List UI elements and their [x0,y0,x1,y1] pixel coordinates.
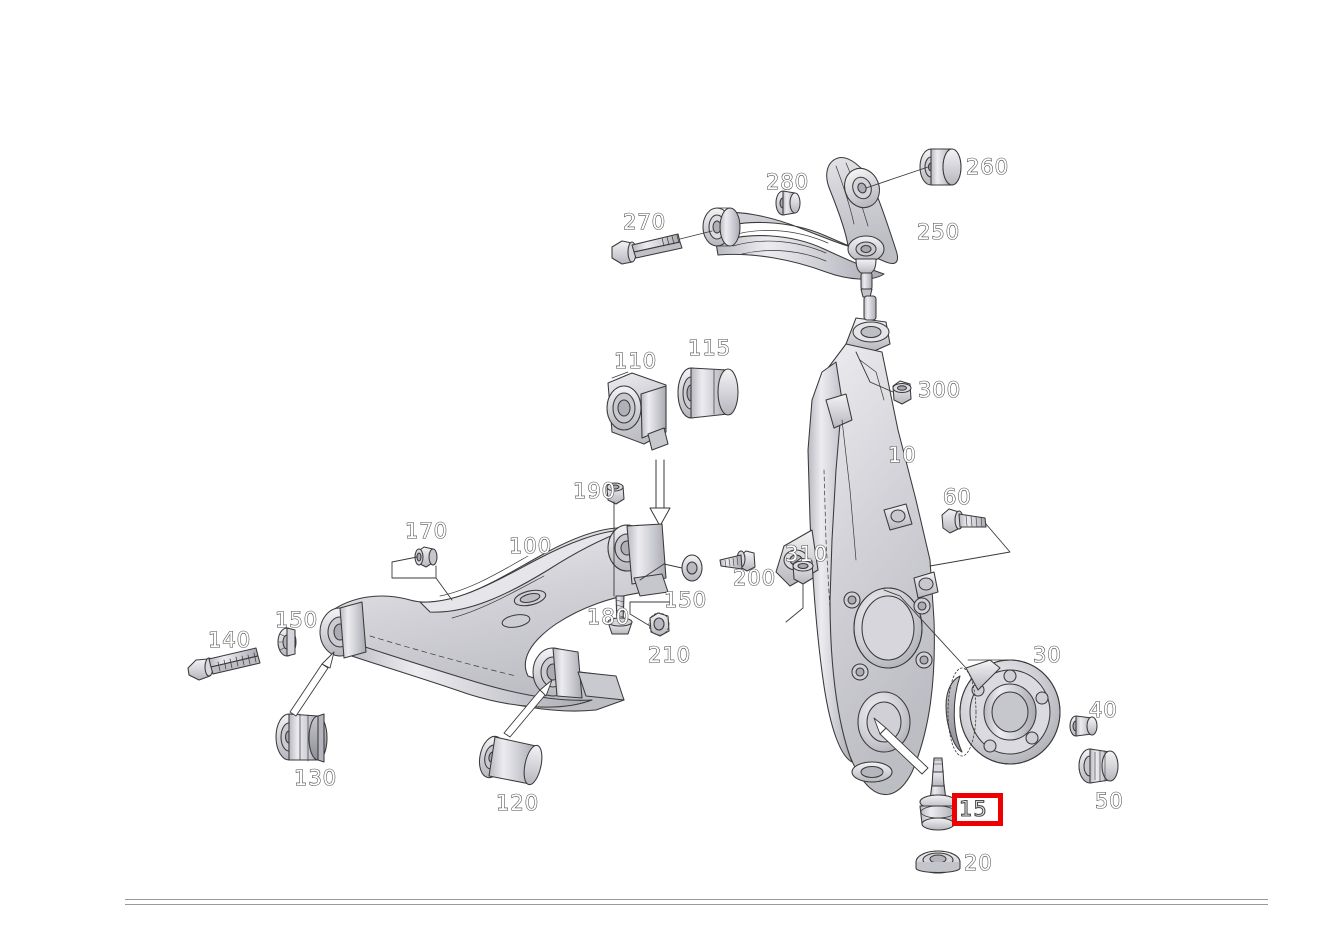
callout-label-250[interactable]: 250 [916,220,961,244]
callout-label-150[interactable]: 150 [274,608,319,632]
callout-label-300[interactable]: 300 [917,378,962,402]
callout-label-115[interactable]: 115 [687,336,732,360]
callout-label-100[interactable]: 100 [508,534,553,558]
callout-label-180[interactable]: 180 [586,605,631,629]
callout-label-30[interactable]: 30 [1032,643,1062,667]
callout-label-110[interactable]: 110 [613,349,658,373]
callout-label-270[interactable]: 270 [622,210,667,234]
callout-label-190[interactable]: 190 [572,479,617,503]
callout-label-310[interactable]: 310 [784,542,829,566]
callout-label-130[interactable]: 130 [293,766,338,790]
callout-label-60[interactable]: 60 [942,485,972,509]
selected-callout-label: 15 [958,797,988,821]
footer-divider [125,899,1268,905]
callout-label-20[interactable]: 20 [963,851,993,875]
callout-label-10[interactable]: 10 [887,443,917,467]
callout-label-210[interactable]: 210 [647,643,692,667]
callout-label-50[interactable]: 50 [1094,789,1124,813]
callout-label-40[interactable]: 40 [1088,698,1118,722]
callout-label-140[interactable]: 140 [207,628,252,652]
callout-label-260[interactable]: 260 [965,155,1010,179]
selected-callout-highlight[interactable] [952,793,1003,826]
callout-label-150[interactable]: 150 [663,588,708,612]
callout-label-120[interactable]: 120 [495,791,540,815]
callout-label-280[interactable]: 280 [765,170,810,194]
callout-label-170[interactable]: 170 [404,519,449,543]
callout-label-200[interactable]: 200 [732,566,777,590]
